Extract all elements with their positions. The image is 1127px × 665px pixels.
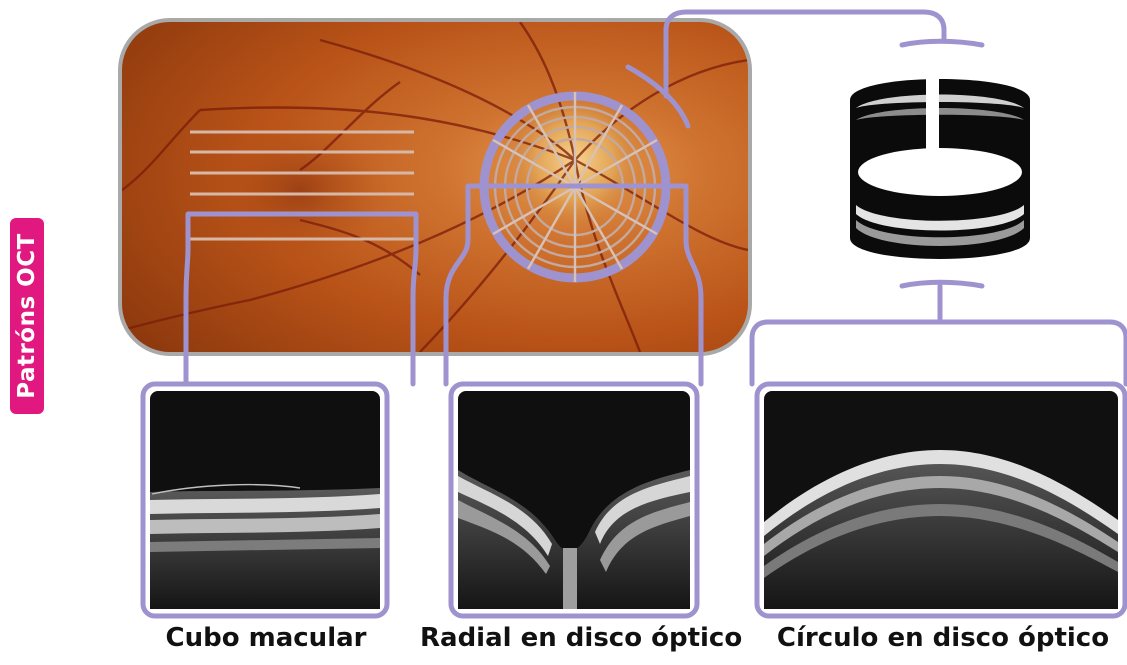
cylinder-top-cap <box>902 41 982 45</box>
circle-scan-cylinder <box>850 48 1030 259</box>
circle-bracket <box>752 322 1126 384</box>
oct-panel-macular <box>143 384 387 616</box>
caption-macular-cube: Cubo macular <box>135 618 397 658</box>
side-label: Patróns OCT <box>14 233 40 399</box>
oct-panel-radial <box>451 384 697 616</box>
caption-circle-disc: Círculo en disco óptico <box>763 618 1123 658</box>
oct-panel-circle <box>757 384 1125 616</box>
caption-radial-disc: Radial en disco óptico <box>420 618 730 658</box>
oct-patterns-badge: Patróns OCT <box>10 218 44 414</box>
